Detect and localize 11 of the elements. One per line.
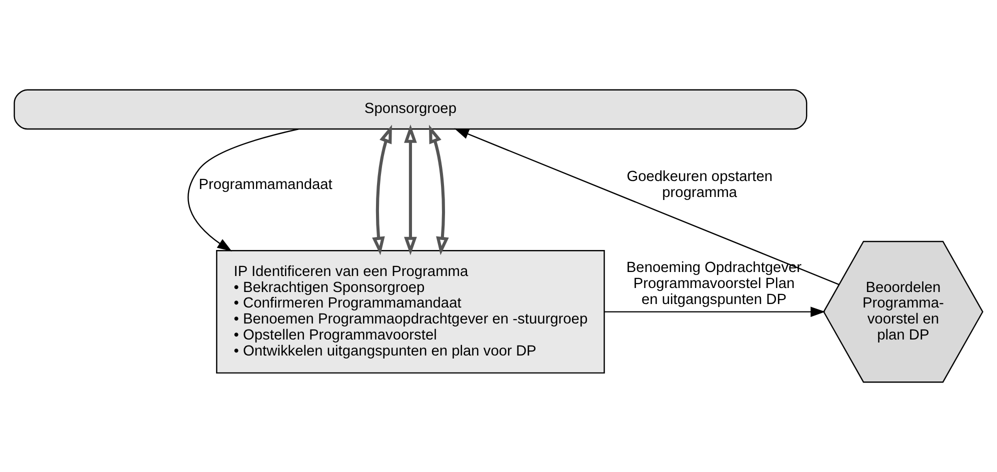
arrow xyxy=(454,128,840,286)
arrow xyxy=(404,124,417,256)
arrow xyxy=(188,128,299,252)
arrow xyxy=(604,306,826,317)
edge-label: Goedkeuren opstarten programma xyxy=(626,169,773,201)
edge-label: Programmamandaat xyxy=(198,177,332,194)
edge-label: Benoeming Opdrachtgever Programmavoorstel Plan en uitgangspunten DP xyxy=(626,260,802,308)
node-box: Sponsorgroep xyxy=(14,89,808,130)
arrow xyxy=(372,124,392,256)
node-box: IP Identificeren van een Programma • Bekrachtigen Sponsorgroep • Confirmeren Programmamandaat • Benoemen Programmaopdrachtgever en -stuurgroep • Opstellen Programmavoorstel • Ontwikkelen uitgangspunten en plan voor DP xyxy=(216,250,605,374)
arrow xyxy=(428,124,449,256)
